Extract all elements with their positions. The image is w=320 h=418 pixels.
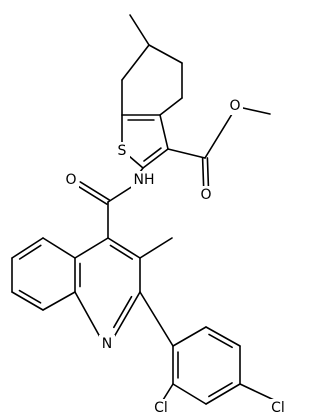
amide-oxygen-label-bg xyxy=(63,171,79,189)
bond-q7-q8 xyxy=(11,291,44,311)
bond-c3-ester-carbon xyxy=(167,148,206,159)
bond-nh-amide-carbon xyxy=(107,185,134,203)
bond-ester-carbonyl-second xyxy=(206,157,210,187)
bond-q7-q8-inner xyxy=(18,289,42,304)
bond-a3-a4-inner xyxy=(208,382,233,398)
ester-methoxy-oxygen-label-bg xyxy=(227,97,243,115)
chloro-left-label: Cl xyxy=(154,400,168,416)
bond-q3-methyl xyxy=(139,237,173,259)
bond-a4-chlorine xyxy=(239,383,275,401)
bond-c3-c3a xyxy=(159,114,169,150)
bond-a5-a6 xyxy=(205,326,241,347)
bond-q2-n1-inner xyxy=(113,295,133,329)
bond-o-methyl xyxy=(242,107,271,115)
bond-q4-q3-inner xyxy=(109,244,134,260)
bond-q5-q6 xyxy=(11,237,44,259)
amide-oxygen-label: O xyxy=(65,172,76,188)
bond-n1-q8a xyxy=(74,291,101,338)
bond-layer xyxy=(11,14,275,405)
bond-methyl-cyclohexene xyxy=(129,14,150,46)
molecule-structure: S NH O O O N Cl Cl xyxy=(11,14,290,417)
bond-q5-q6-inner xyxy=(18,244,42,260)
chloro-left-label-bg xyxy=(149,399,173,417)
ester-methoxy-oxygen-label: O xyxy=(229,98,240,114)
bond-q4a-q5 xyxy=(42,237,76,259)
amide-nh-label-bg xyxy=(131,171,157,189)
amide-nh-label: NH xyxy=(134,172,155,188)
bond-q2-phenyl xyxy=(139,291,174,347)
bond-amide-carbonyl xyxy=(79,181,111,201)
bond-amide-carbonyl-second xyxy=(76,185,108,205)
bond-c7-c6 xyxy=(121,44,150,81)
bond-a3-a4 xyxy=(205,383,241,405)
bond-q4a-q4 xyxy=(74,237,109,259)
bond-ester-c-o xyxy=(204,113,233,159)
quinoline-nitrogen-label: N xyxy=(102,336,112,352)
bond-c6-c5 xyxy=(148,44,183,64)
bond-a2-a3 xyxy=(172,383,207,405)
chloro-right-label-bg xyxy=(266,399,290,417)
bond-q4-q3 xyxy=(107,237,141,259)
bond-c2-c3 xyxy=(142,148,169,169)
sulfur-label: S xyxy=(118,143,127,159)
bond-c4-c3a xyxy=(159,97,183,116)
bond-a6-a1 xyxy=(172,326,207,347)
bond-q2-n1 xyxy=(113,291,141,338)
bond-s-c2 xyxy=(128,155,144,169)
bond-c2-c3-inner xyxy=(143,147,162,162)
quinoline-nitrogen-label-bg xyxy=(99,335,115,353)
atom-label-layer: S NH O O O N Cl Cl xyxy=(63,97,290,417)
chloro-right-label: Cl xyxy=(271,400,285,416)
ester-carbonyl-oxygen-label-bg xyxy=(198,186,214,204)
bond-a2-chlorine xyxy=(162,383,174,401)
ester-carbonyl-oxygen-label: O xyxy=(200,187,211,203)
bond-a5-a6-inner xyxy=(208,333,233,349)
sulfur-label-bg xyxy=(114,142,130,160)
bond-q8-q8a xyxy=(42,291,76,311)
bond-ester-carbonyl xyxy=(201,157,205,187)
